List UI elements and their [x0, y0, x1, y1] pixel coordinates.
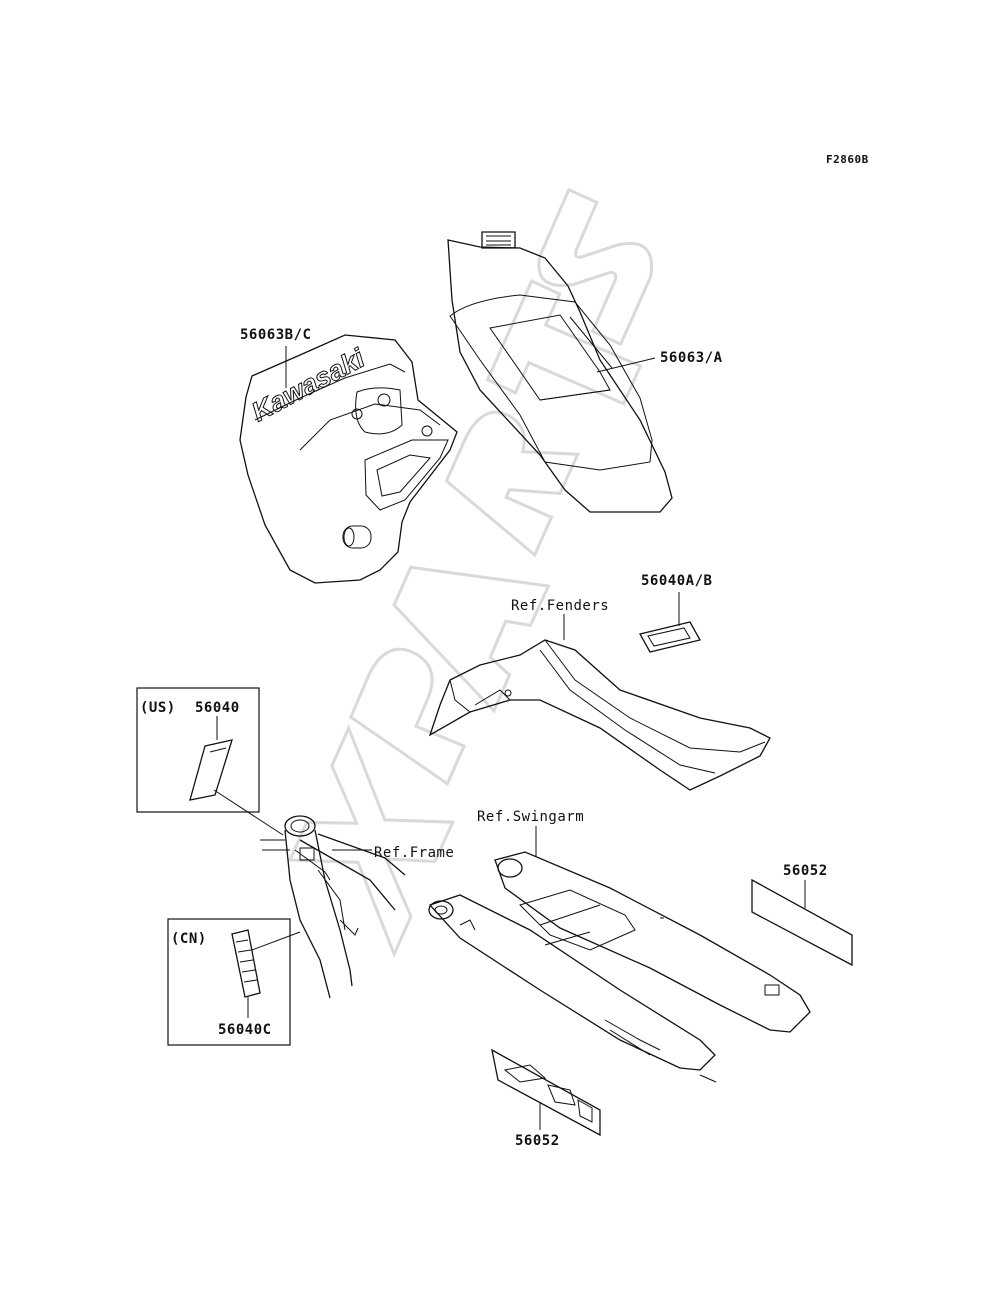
front-fender-graphic	[428, 639, 771, 791]
swingarm-graphic	[428, 851, 811, 1083]
decal-56040AB-graphic	[639, 621, 701, 653]
label-ref-frame: Ref.Frame	[374, 845, 455, 861]
side-shroud-graphic: Kawasaki	[239, 334, 458, 584]
label-56040AB: 56040A/B	[641, 573, 713, 589]
label-56052-bottom: 56052	[515, 1133, 560, 1149]
label-56040C: 56040C	[218, 1022, 272, 1038]
label-56052-right: 56052	[783, 863, 828, 879]
label-cn-region: (CN)	[171, 931, 207, 947]
frame-graphic	[260, 815, 406, 999]
label-us-region: (US)	[140, 700, 176, 716]
leader-tank	[596, 357, 656, 373]
label-56063A: 56063/A	[660, 350, 723, 366]
decal-56052-right-graphic	[751, 878, 853, 967]
leader-us-frame	[213, 789, 284, 836]
leader-cn-frame	[251, 931, 301, 951]
label-56063BC: 56063B/C	[240, 327, 312, 343]
figure-code: F2860B	[826, 153, 869, 166]
label-ref-fenders: Ref.Fenders	[511, 598, 610, 614]
cn-region-box	[167, 918, 291, 1046]
us-region-box	[136, 687, 260, 813]
label-56040: 56040	[195, 700, 240, 716]
decal-56040-graphic	[189, 739, 233, 801]
decal-56052-bottom-graphic	[491, 1048, 601, 1137]
decal-56040C-graphic	[231, 929, 261, 998]
shroud-logo-text: Kawasaki	[247, 343, 370, 428]
fuel-tank-graphic	[447, 231, 673, 513]
label-ref-swingarm: Ref.Swingarm	[477, 809, 585, 825]
watermark-graphic	[287, 187, 654, 958]
